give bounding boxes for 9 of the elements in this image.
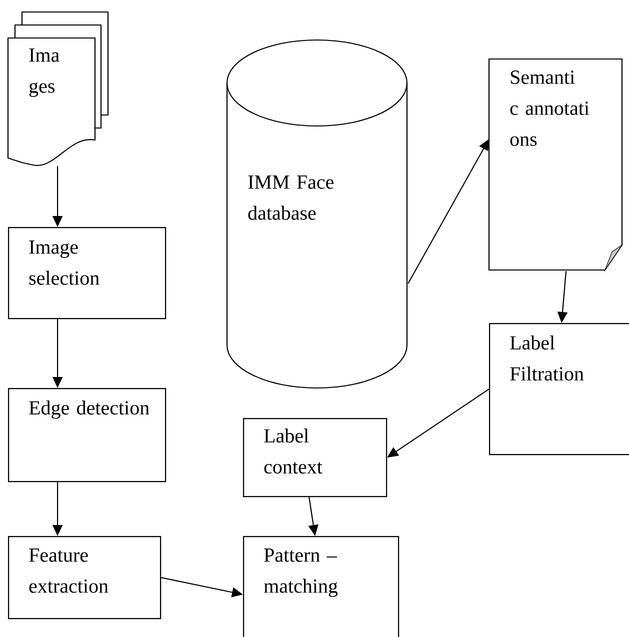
- database-cylinder: IMM Face database: [226, 39, 408, 389]
- process-box: Label context: [243, 418, 388, 498]
- process-box: Edge detection: [8, 388, 166, 482]
- document-stack: Ima ges: [7, 11, 109, 166]
- process-box: Label Filtration: [489, 323, 629, 456]
- process-box: Image selection: [8, 227, 166, 320]
- process-box: Pattern – matching: [243, 536, 400, 637]
- process-box: Feature extraction: [8, 536, 162, 620]
- node-label: IMM Face database: [248, 176, 334, 220]
